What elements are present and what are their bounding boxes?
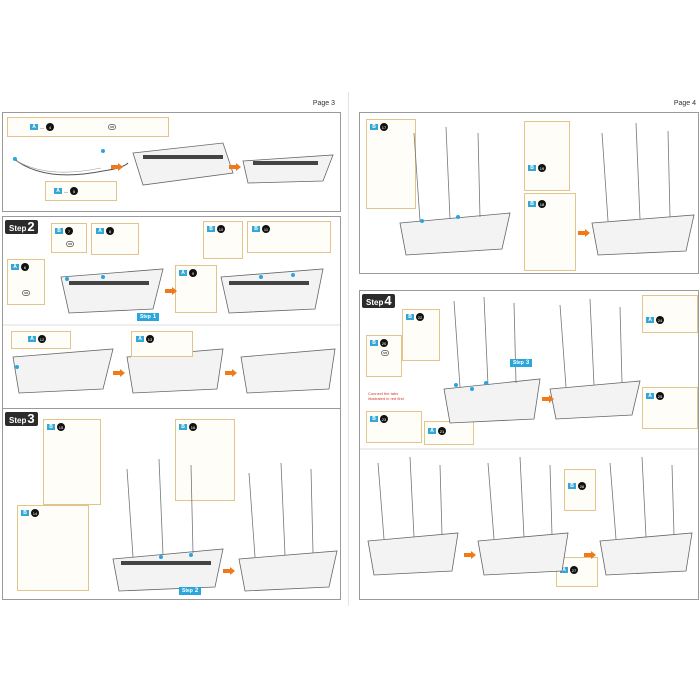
masts-drawing (399, 122, 695, 256)
page-number: Page 3 (312, 100, 335, 107)
part-chip: A 24 (646, 316, 664, 324)
nb-note: NB (381, 350, 390, 356)
part-chip: B 20 (370, 339, 388, 347)
callout-b16: B 16 (175, 419, 235, 501)
arrow-right-icon (225, 369, 237, 377)
part-chip: B 17 (370, 123, 388, 131)
rigging-drawing (360, 296, 698, 576)
arrow-right-icon (464, 551, 476, 559)
part-chip: B 19 (528, 164, 546, 172)
nb-note: NB (66, 241, 75, 247)
callout-a9: A 9 (175, 265, 217, 313)
callout-b20: B 20 NB (366, 335, 402, 377)
callout-b17: B 17 (366, 119, 416, 209)
callout-b26: B 26 (564, 469, 596, 511)
callout-b15: B 15 (43, 419, 101, 505)
step-2-reference: Step 2 (179, 587, 202, 595)
page-3: Page 3 A — 4 NB A — 5 (0, 92, 343, 606)
arrow-right-icon (113, 369, 125, 377)
part-chip: A 13 (136, 335, 154, 343)
callout-b14: B 14 (17, 505, 89, 591)
part-chip: A — 4 (30, 123, 54, 131)
step-3-reference: Step 3 (510, 359, 533, 367)
callout-a8: A 8 (91, 223, 139, 255)
part-chip: B 18 (528, 200, 546, 208)
step-4-box: Step 4 B 22 B 20 NB Connect the tabs ill… (359, 290, 699, 600)
connect-tabs-note: Connect the tabs illustrated in red firs… (368, 391, 404, 401)
arrow-right-icon (229, 163, 241, 171)
part-chip: B 22 (406, 313, 424, 321)
step-badge: Step 2 (5, 220, 38, 234)
part-chip: B 7 (55, 227, 73, 235)
part-chip: A 21 (428, 427, 446, 435)
arrow-right-icon (584, 551, 596, 559)
part-chip: A 8 (96, 227, 114, 235)
page-divider (348, 92, 349, 606)
nb-note: NB (22, 290, 31, 296)
callout-b7: B 7 NB (51, 223, 87, 253)
part-chip: A 27 (560, 566, 578, 574)
part-chip: B 15 (47, 423, 65, 431)
part-chip: B 23 (370, 415, 388, 423)
callout-a27: A 27 (556, 557, 598, 587)
callout-a21: A 21 (424, 421, 474, 445)
part-chip: A 6 (11, 263, 29, 271)
step-1-box: A — 4 NB A — 5 (2, 112, 341, 212)
callout-a4: A — 4 NB (7, 117, 169, 137)
page-4: Page 4 B 17 B 19 B 18 (357, 92, 700, 606)
part-chip: B 16 (179, 423, 197, 431)
arrow-right-icon (111, 163, 123, 171)
callout-a6: A 6 NB (7, 259, 45, 305)
part-chip: B 10 (207, 225, 225, 233)
callout-a12: A 12 (11, 331, 71, 349)
step-3-continued-box: B 17 B 19 B 18 (359, 112, 699, 274)
hull-drawing (3, 268, 340, 394)
arrow-right-icon (578, 229, 590, 237)
callout-b23: B 23 (366, 411, 422, 443)
part-chip: A 25 (646, 392, 664, 400)
arrow-right-icon (165, 287, 177, 295)
step-badge: Step 3 (5, 412, 38, 426)
keel-drawing (12, 142, 334, 186)
callout-b11: B 11 (247, 221, 331, 253)
callout-b22: B 22 (402, 309, 440, 361)
step-2-box: Step 2 B 7 NB A 8 A 6 NB B 10 (2, 216, 341, 418)
callout-a25: A 25 (642, 387, 698, 429)
part-chip: A — 5 (54, 187, 78, 195)
part-chip: B 11 (252, 225, 270, 233)
step-badge: Step 4 (362, 294, 395, 308)
step-1-reference: Step 1 (137, 313, 160, 321)
part-chip: A 9 (179, 269, 197, 277)
part-chip: B 14 (21, 509, 39, 517)
callout-b18: B 18 (524, 193, 576, 271)
callout-a24: A 24 (642, 295, 698, 333)
callout-b19: B 19 (524, 121, 570, 191)
callout-a13: A 13 (131, 331, 193, 357)
arrow-right-icon (223, 567, 235, 575)
step-3-box: Step 3 B 15 B 16 B 14 (2, 408, 341, 600)
part-chip: B 26 (568, 482, 586, 490)
nb-note: NB (108, 124, 117, 130)
part-chip: A 12 (28, 335, 46, 343)
arrow-right-icon (542, 395, 554, 403)
page-number: Page 4 (673, 100, 696, 107)
callout-b10: B 10 (203, 221, 243, 259)
callout-a5: A — 5 (45, 181, 117, 201)
masts-drawing (112, 458, 338, 592)
